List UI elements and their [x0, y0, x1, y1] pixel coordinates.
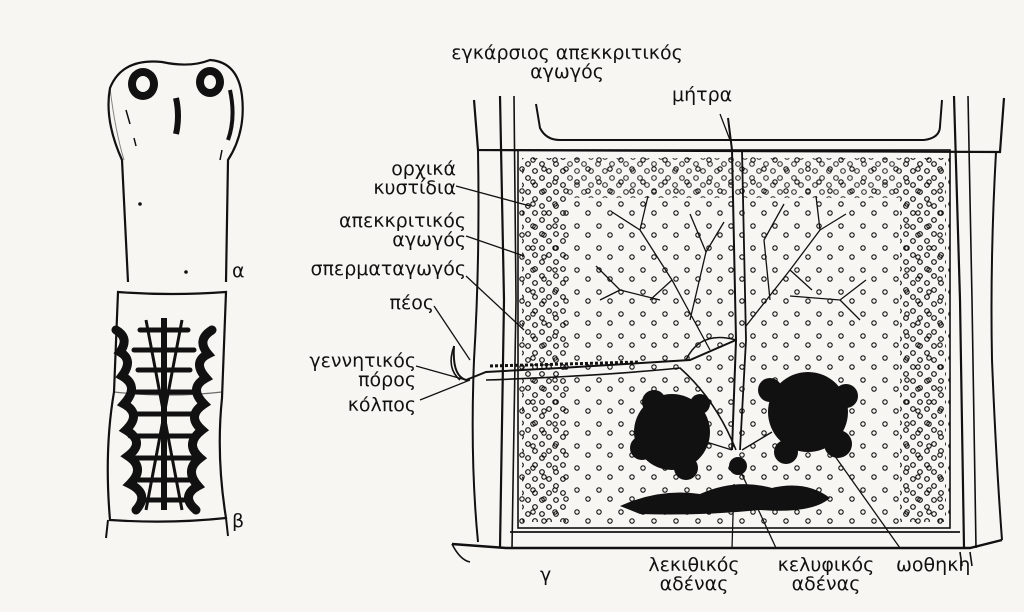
- vitelline-gland-shape: [620, 484, 830, 515]
- label-genital-pore: γεννητικός πόρος: [309, 350, 416, 391]
- label-vagina: κόλπος: [347, 394, 416, 416]
- proglottid-drawing: [105, 290, 229, 539]
- label-uterus: μήτρα: [672, 84, 733, 106]
- label-excretory-duct: απεκκριτικός αγωγός: [339, 210, 466, 251]
- shell-gland-shape: [729, 457, 747, 475]
- scolex-drawing: [107, 58, 244, 283]
- label-penis: πέος: [389, 292, 435, 314]
- marker-gamma: γ: [540, 564, 552, 586]
- label-testis-vesicles: ορχικά κυστίδια: [373, 158, 456, 199]
- segment-detail-drawing: [450, 95, 1006, 567]
- label-shell-gland: κελυφικός αδένας: [777, 554, 875, 595]
- label-vitelline-gland: λεκιθικός αδένας: [648, 554, 740, 595]
- ovary-left: [630, 390, 733, 480]
- leader-lines: [415, 113, 901, 549]
- label-ootype: ωοθηκη: [896, 554, 971, 576]
- label-transverse-excretory-duct: εγκάρσιος απεκκριτικός αγωγός: [451, 42, 683, 83]
- ovary-right: [741, 372, 858, 464]
- marker-beta: β: [232, 510, 245, 532]
- marker-alpha: α: [232, 260, 245, 282]
- label-vas-deferens: σπερματαγωγός: [310, 258, 466, 280]
